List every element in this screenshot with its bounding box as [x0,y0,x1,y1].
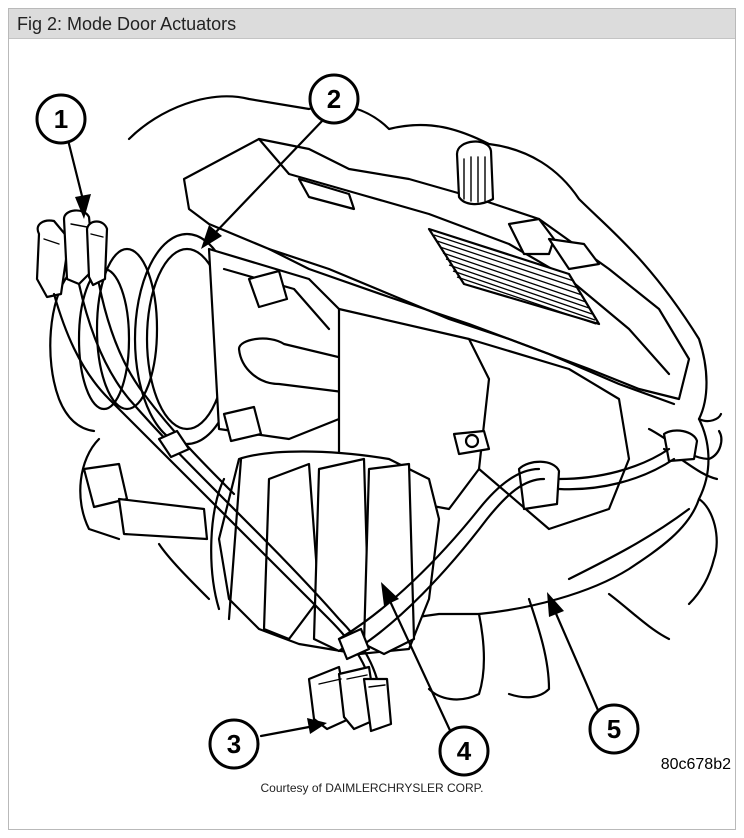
connector-1 [35,209,109,299]
connector-3 [307,665,393,733]
top-cover [182,137,691,406]
wiring-harness [52,282,676,681]
reference-code: 80c678b2 [661,756,731,773]
callout-leaders [65,117,606,741]
lower-actuator [79,437,441,656]
figure-frame: Fig 2: Mode Door Actuators [8,8,736,830]
callout-5: 5 [588,703,640,755]
callout-4-label: 4 [457,736,472,766]
callout-5-label: 5 [607,714,621,744]
credit-line: Courtesy of DAIMLERCHRYSLER CORP. [260,781,484,795]
figure-title-bar: Fig 2: Mode Door Actuators [9,9,735,39]
callout-1-label: 1 [54,104,68,134]
actuator-diagram: 1 2 3 4 5 80c678b2 [35,73,731,777]
figure-title: Fig 2: Mode Door Actuators [17,14,237,34]
callout-3: 3 [208,718,260,770]
callout-2: 2 [308,73,360,125]
callout-1: 1 [35,93,87,145]
cover-grille [433,234,597,325]
callout-4: 4 [438,725,490,777]
callout-2-label: 2 [327,84,341,114]
callout-3-label: 3 [227,729,241,759]
hvac-housing [127,95,723,701]
